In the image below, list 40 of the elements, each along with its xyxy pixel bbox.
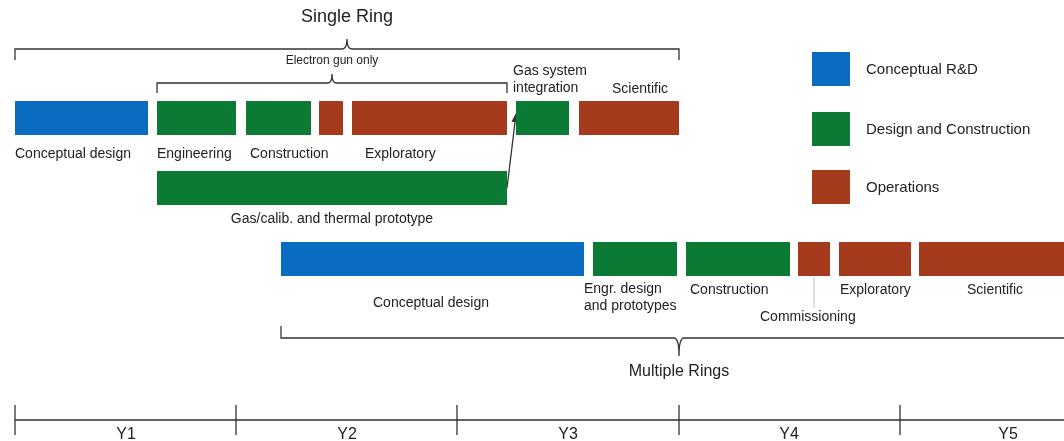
group-title: Multiple Rings xyxy=(627,362,731,379)
gantt-bar xyxy=(593,242,677,276)
gantt-bar xyxy=(919,242,1064,276)
legend-label: Design and Construction xyxy=(866,120,1031,137)
gantt-bar xyxy=(352,101,507,135)
year-label: Y5 xyxy=(997,425,1019,441)
gantt-bar xyxy=(157,101,236,135)
phase-label: Gas system integration xyxy=(513,62,588,96)
arrow xyxy=(506,113,519,189)
gantt-bar xyxy=(319,101,343,135)
phase-label: Exploratory xyxy=(365,145,436,162)
gantt-bar xyxy=(246,101,311,135)
year-label: Y2 xyxy=(336,425,358,441)
year-label: Y4 xyxy=(778,425,800,441)
legend-label: Operations xyxy=(866,178,940,195)
phase-label: Construction xyxy=(250,145,329,162)
phase-label: Scientific xyxy=(967,281,1024,298)
gantt-bar xyxy=(157,171,507,205)
year-label: Y1 xyxy=(115,425,137,441)
phase-label: Exploratory xyxy=(840,281,911,298)
bracket-label: Electron gun only xyxy=(284,52,380,69)
year-label: Y3 xyxy=(557,425,579,441)
gantt-bar xyxy=(686,242,790,276)
gantt-bar xyxy=(516,101,569,135)
gantt-bar xyxy=(839,242,911,276)
group-title: Single Ring xyxy=(299,8,395,25)
phase-label: Conceptual design xyxy=(372,294,490,311)
phase-label: Scientific xyxy=(612,80,669,97)
phase-label: Commissioning xyxy=(760,308,856,325)
phase-label: Engineering xyxy=(157,145,232,162)
phase-label: Engr. design and prototypes xyxy=(584,280,678,314)
gantt-bar xyxy=(15,101,148,135)
gantt-bar xyxy=(798,242,830,276)
phase-label: Conceptual design xyxy=(15,145,131,162)
leader-line xyxy=(813,276,815,309)
phase-label: Gas/calib. and thermal prototype xyxy=(229,210,435,227)
gantt-bar xyxy=(579,101,679,135)
gantt-bar xyxy=(281,242,584,276)
phase-label: Construction xyxy=(690,281,769,298)
legend-label: Conceptual R&D xyxy=(866,60,978,77)
